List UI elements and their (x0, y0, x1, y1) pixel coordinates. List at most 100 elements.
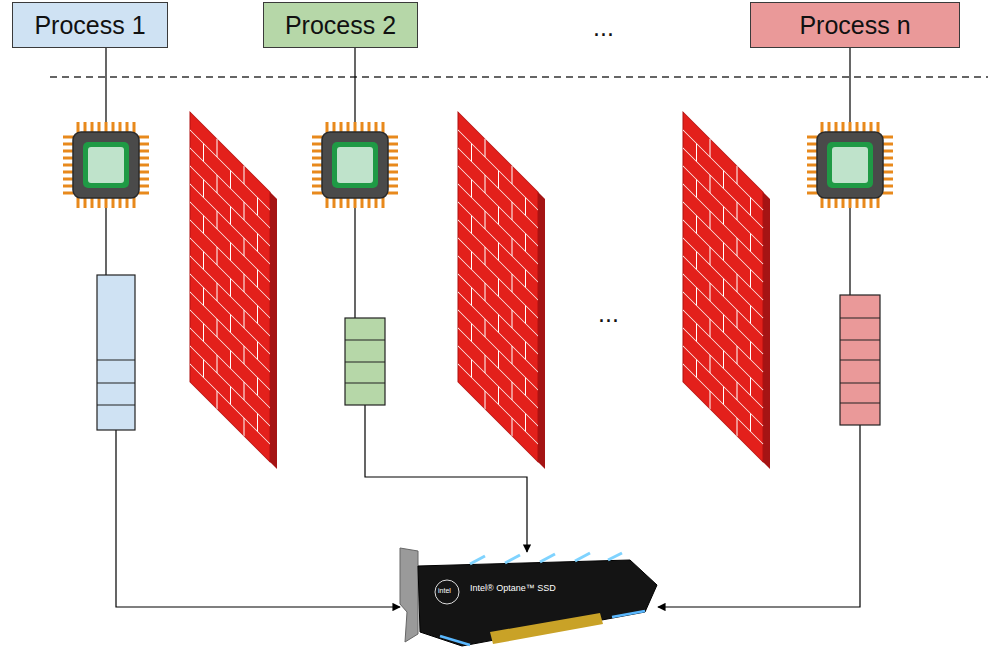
brick-joint (243, 274, 244, 292)
brick-joint (709, 283, 710, 301)
wall-side (270, 192, 277, 469)
brick-joint (216, 283, 217, 301)
brick-joint (190, 184, 270, 264)
ssd-body (418, 560, 657, 646)
process-label: Process 2 (285, 11, 396, 40)
queue-slot (345, 382, 385, 383)
cpu-chip (312, 122, 398, 208)
brick-joint (243, 310, 244, 328)
brick-joint (203, 288, 204, 306)
brick-joint (257, 198, 258, 216)
brick-joint (498, 243, 499, 261)
brick-joint (511, 166, 512, 184)
brick-joint (709, 175, 710, 193)
brick-joint (696, 360, 697, 378)
ssd-led (470, 556, 485, 564)
ssd-led (612, 611, 645, 617)
queue-slot (345, 339, 385, 340)
chip-body (73, 132, 139, 198)
product-name: Intel® Optane™ SSD (470, 584, 556, 594)
process-box: Process n (750, 2, 960, 48)
brick-joint (484, 247, 485, 265)
brick-joint (696, 144, 697, 162)
process-box: Process 1 (12, 2, 168, 48)
brick-joint (458, 220, 538, 300)
chip-core (832, 147, 868, 183)
brick-joint (709, 139, 710, 157)
queue-slot (97, 359, 135, 360)
queue-arrow (116, 430, 400, 607)
brick-joint (511, 418, 512, 436)
logo-text: intel (438, 587, 451, 595)
brick-joint (750, 342, 751, 360)
brick-joint (736, 166, 737, 184)
brick-joint (683, 364, 763, 444)
brick-joint (257, 342, 258, 360)
brick-wall (683, 112, 770, 469)
brick-joint (458, 148, 538, 228)
chip-die (83, 142, 129, 188)
brick-joint (230, 387, 231, 405)
brick-joint (723, 171, 724, 189)
brick-joint (511, 238, 512, 256)
brick-joint (683, 292, 763, 372)
brick-joint (723, 207, 724, 225)
ellipsis: ... (598, 300, 619, 328)
brick-joint (484, 391, 485, 409)
brick-wall (190, 112, 277, 469)
brick-joint (484, 355, 485, 373)
brick-joint (458, 184, 538, 264)
brick-joint (458, 256, 538, 336)
brick-joint (511, 346, 512, 364)
brick-joint (683, 184, 763, 264)
chip-body (322, 132, 388, 198)
brick-joint (243, 346, 244, 364)
ssd-led (440, 636, 470, 645)
brick-joint (750, 306, 751, 324)
brick-joint (683, 148, 763, 228)
brick-joint (216, 319, 217, 337)
brick-joint (190, 220, 270, 300)
brick-joint (230, 351, 231, 369)
queue-slot (840, 359, 880, 360)
brick-joint (230, 207, 231, 225)
brick-joint (203, 216, 204, 234)
brick-joint (257, 270, 258, 288)
ssd-led (505, 555, 520, 563)
brick-joint (511, 382, 512, 400)
brick-joint (216, 175, 217, 193)
brick-joint (736, 382, 737, 400)
brick-joint (498, 387, 499, 405)
brick-joint (257, 306, 258, 324)
brick-joint (257, 414, 258, 432)
brick-joint (471, 288, 472, 306)
brick-joint (216, 391, 217, 409)
brick-joint (498, 315, 499, 333)
brick-joint (709, 355, 710, 373)
brick-joint (525, 378, 526, 396)
brick-joint (243, 238, 244, 256)
ssd-led (540, 554, 555, 562)
brick-joint (525, 234, 526, 252)
brick-joint (696, 288, 697, 306)
wall-side (538, 192, 545, 469)
brick-joint (736, 418, 737, 436)
brick-joint (498, 207, 499, 225)
brick-joint (750, 198, 751, 216)
brick-joint (696, 252, 697, 270)
brick-joint (709, 391, 710, 409)
brick-walls (190, 112, 770, 469)
queue (840, 295, 880, 425)
cpu-chips (63, 122, 893, 208)
brick-joint (203, 324, 204, 342)
brick-joint (190, 148, 270, 228)
wall-face (683, 112, 763, 462)
brick-joint (696, 180, 697, 198)
chip-core (88, 147, 124, 183)
queue-slot (97, 382, 135, 383)
brick-joint (243, 166, 244, 184)
brick-joint (498, 279, 499, 297)
brick-joint (484, 283, 485, 301)
brick-joint (736, 310, 737, 328)
brick-joint (511, 274, 512, 292)
